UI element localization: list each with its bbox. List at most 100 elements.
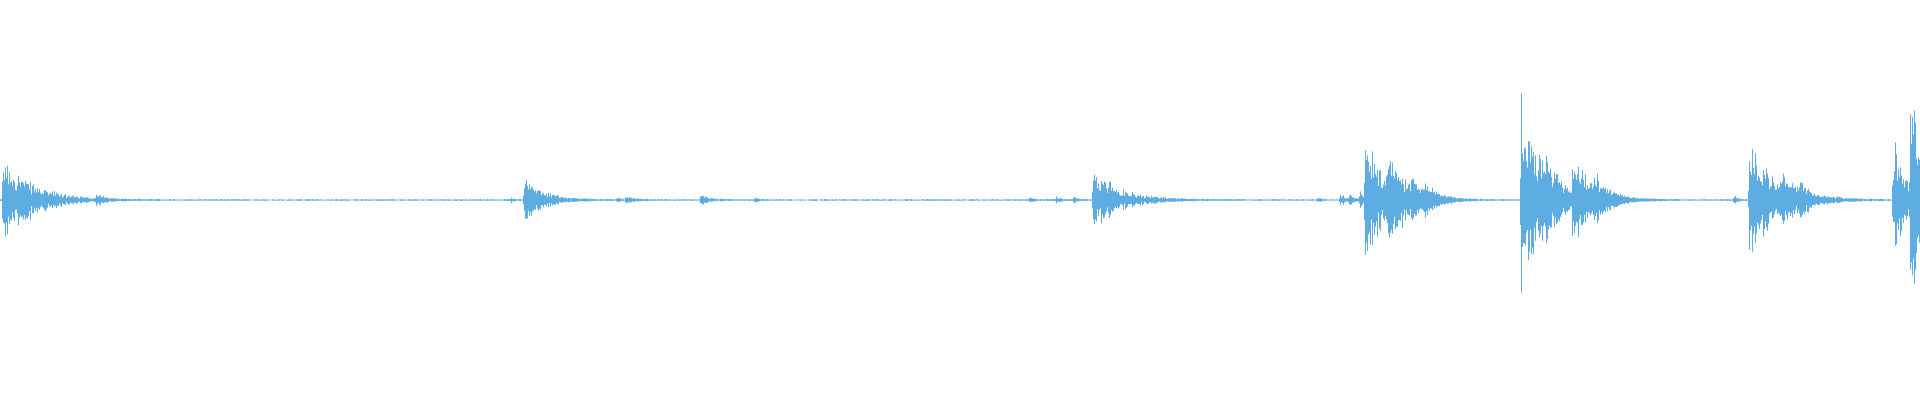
waveform-sample-bar — [1235, 199, 1236, 201]
waveform-sample-bar — [112, 198, 113, 202]
waveform-sample-bar — [1100, 190, 1101, 209]
waveform-sample-bar — [1645, 198, 1646, 202]
waveform-sample-bar — [395, 199, 396, 201]
waveform-sample-bar — [334, 199, 335, 201]
waveform-sample-bar — [1015, 199, 1016, 201]
waveform-sample-bar — [1749, 161, 1750, 250]
waveform-sample-bar — [275, 199, 276, 201]
waveform-sample-bar — [951, 199, 952, 201]
waveform-sample-bar — [1178, 198, 1179, 202]
waveform-sample-bar — [1655, 198, 1656, 202]
waveform-sample-bar — [349, 199, 350, 201]
waveform-sample-bar — [645, 199, 646, 201]
waveform-sample-bar — [479, 199, 480, 201]
waveform-sample-bar — [1515, 199, 1516, 201]
waveform-sample-bar — [361, 199, 362, 201]
waveform-sample-bar — [1096, 176, 1097, 222]
waveform-sample-bar — [1472, 198, 1473, 202]
waveform-sample-bar — [1110, 182, 1111, 215]
waveform-sample-bar — [968, 199, 969, 201]
waveform-sample-bar — [755, 197, 756, 203]
waveform-sample-bar — [1377, 170, 1378, 237]
waveform-sample-bar — [1550, 168, 1551, 228]
waveform-sample-bar — [752, 199, 753, 201]
waveform-sample-bar — [677, 199, 678, 201]
waveform-sample-bar — [470, 199, 471, 201]
waveform-sample-bar — [730, 199, 731, 201]
waveform-sample-bar — [1127, 193, 1128, 207]
waveform-sample-bar — [977, 199, 978, 201]
waveform-sample-bar — [462, 199, 463, 201]
waveform-sample-bar — [1865, 199, 1866, 202]
waveform-sample-bar — [1414, 183, 1415, 214]
waveform-sample-bar — [1524, 147, 1525, 244]
waveform-sample-bar — [1758, 176, 1759, 225]
waveform-sample-bar — [779, 199, 780, 201]
waveform-sample-bar — [820, 199, 821, 201]
waveform-sample-bar — [775, 199, 776, 201]
waveform-sample-bar — [1292, 199, 1293, 201]
waveform-sample-bar — [1213, 199, 1214, 201]
waveform-sample-bar — [1242, 199, 1243, 201]
waveform-sample-bar — [1190, 198, 1191, 202]
waveform-sample-bar — [674, 199, 675, 201]
waveform-sample-bar — [1774, 185, 1775, 214]
waveform-sample-bar — [1580, 184, 1581, 215]
waveform-sample-bar — [1663, 199, 1664, 201]
waveform-sample-bar — [263, 199, 264, 201]
waveform-sample-bar — [1289, 199, 1290, 201]
waveform-sample-bar — [498, 199, 499, 201]
waveform-sample-bar — [1726, 199, 1727, 201]
waveform-sample-bar — [227, 199, 228, 201]
waveform-sample-bar — [1780, 181, 1781, 216]
waveform-sample-bar — [444, 199, 445, 201]
waveform-sample-bar — [362, 199, 363, 201]
waveform-sample-bar — [795, 199, 796, 201]
waveform-sample-bar — [898, 199, 899, 201]
waveform-sample-bar — [1739, 198, 1740, 202]
waveform-sample-bar — [1799, 187, 1800, 214]
waveform-sample-bar — [1812, 195, 1813, 205]
waveform-sample-bar — [1876, 199, 1877, 201]
waveform-sample-bar — [1811, 193, 1812, 208]
waveform-sample-bar — [663, 199, 664, 201]
waveform-sample-bar — [168, 199, 169, 201]
waveform-sample-bar — [1034, 198, 1035, 202]
waveform-sample-bar — [960, 199, 961, 201]
waveform-sample-bar — [241, 199, 242, 201]
waveform-sample-bar — [753, 199, 754, 201]
waveform-sample-bar — [1249, 199, 1250, 201]
waveform-sample-bar — [719, 199, 720, 201]
waveform-sample-bar — [123, 198, 124, 202]
waveform-sample-bar — [1035, 198, 1036, 202]
waveform-sample-bar — [523, 195, 524, 204]
waveform-sample-bar — [878, 199, 879, 201]
waveform-sample-bar — [317, 199, 318, 201]
waveform-sample-bar — [632, 198, 633, 202]
waveform-sample-bar — [1881, 199, 1882, 201]
waveform-sample-bar — [520, 199, 521, 201]
waveform-sample-bar — [1237, 199, 1238, 201]
waveform-sample-bar — [1641, 198, 1642, 202]
waveform-sample-bar — [504, 199, 505, 201]
waveform-sample-bar — [1536, 176, 1537, 222]
waveform-sample-bar — [827, 199, 828, 201]
waveform-sample-bar — [1676, 198, 1677, 201]
waveform-sample-bar — [678, 199, 679, 201]
waveform-sample-bar — [1602, 188, 1603, 215]
waveform-sample-bar — [1557, 174, 1558, 223]
waveform-sample-bar — [815, 199, 816, 201]
waveform-sample-bar — [788, 199, 789, 201]
waveform-sample-bar — [658, 199, 659, 201]
waveform-sample-bar — [1007, 199, 1008, 201]
waveform-sample-bar — [1468, 199, 1469, 201]
waveform-sample-bar — [1329, 199, 1330, 201]
waveform-sample-bar — [1903, 179, 1904, 224]
waveform-sample-bar — [39, 188, 40, 210]
waveform-sample-bar — [751, 199, 752, 201]
waveform-sample-bar — [239, 199, 240, 201]
waveform-sample-bar — [1300, 199, 1301, 201]
waveform-sample-bar — [1682, 199, 1683, 201]
